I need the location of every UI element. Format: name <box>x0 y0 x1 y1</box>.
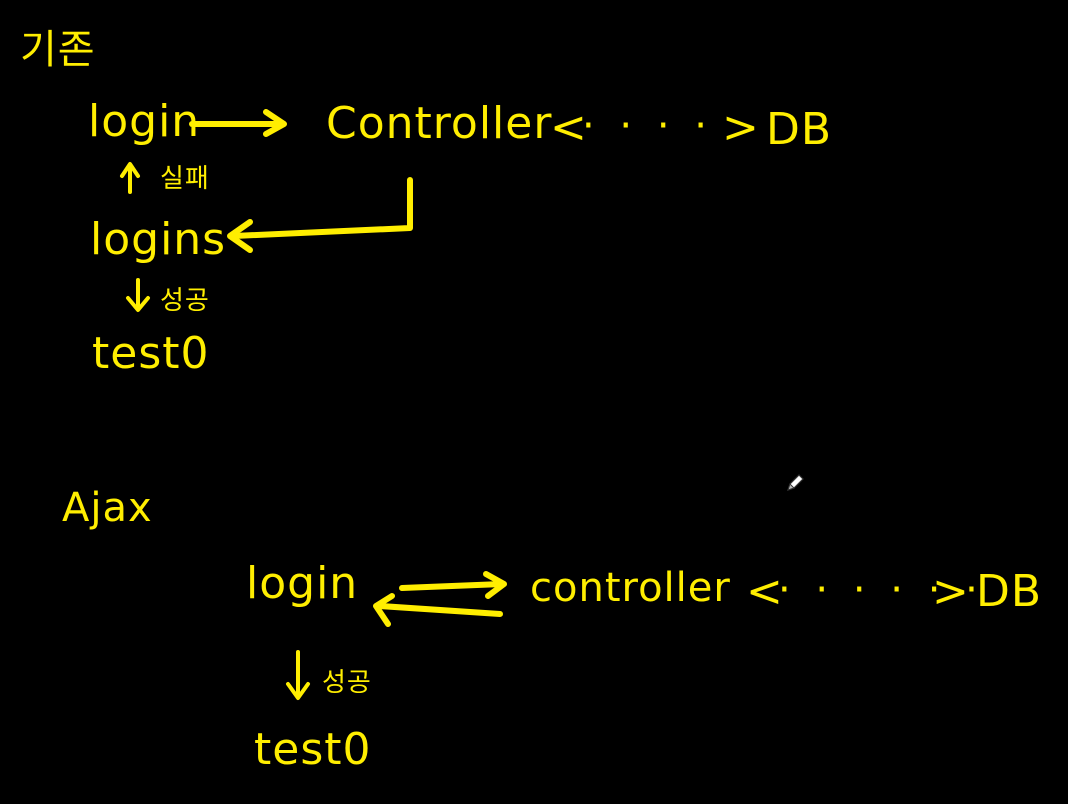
ajax-right-angle-bracket: > <box>932 566 970 617</box>
arrow-ajax-success-down <box>286 650 310 700</box>
section-heading-ajax: Ajax <box>62 485 153 531</box>
success-label: 성공 <box>160 286 210 316</box>
right-angle-bracket: > <box>722 102 760 153</box>
arrow-controller-to-logins <box>227 177 413 253</box>
db-node: DB <box>766 104 833 155</box>
ajax-success-label: 성공 <box>322 668 372 698</box>
ajax-left-angle-bracket: < <box>746 566 784 617</box>
ajax-dotted-connector: · · · · · · <box>778 567 984 613</box>
arrow-ajax-controller-to-login <box>373 593 503 627</box>
pencil-icon <box>784 472 806 494</box>
left-angle-bracket: < <box>550 102 588 153</box>
test0-node: test0 <box>92 328 210 379</box>
logins-node: logins <box>90 214 227 265</box>
dotted-connector: · · · · <box>582 103 714 149</box>
ajax-db-node: DB <box>976 566 1043 617</box>
ajax-test0-node: test0 <box>254 724 372 775</box>
controller-node: Controller <box>326 98 553 149</box>
arrow-fail-up <box>120 162 140 194</box>
arrow-ajax-login-to-controller <box>399 571 507 599</box>
section-heading-existing: 기존 <box>20 27 96 73</box>
ajax-controller-node: controller <box>530 565 731 611</box>
fail-label: 실패 <box>160 164 210 194</box>
arrow-login-to-controller <box>189 109 287 137</box>
login-node: login <box>88 96 201 147</box>
ajax-login-node: login <box>246 558 359 609</box>
arrow-success-down <box>126 278 150 312</box>
